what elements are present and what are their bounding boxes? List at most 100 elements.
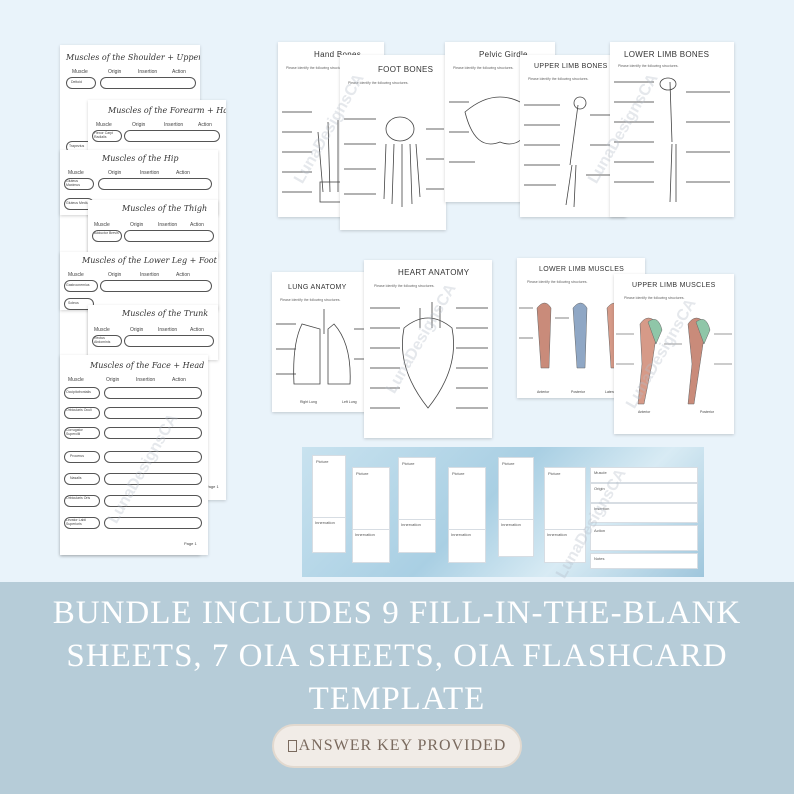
innervation-label: Innervation xyxy=(501,522,521,527)
muscle-pill xyxy=(64,387,100,399)
oia-sheet-4: Muscles of the Thigh Muscle Origin Inser… xyxy=(88,200,218,258)
innervation-label: Innervation xyxy=(401,522,421,527)
oia-sheet-title: Muscles of the Lower Leg + Foot xyxy=(82,256,217,265)
oia-sheet-title: Muscles of the Thigh xyxy=(122,204,208,213)
checkbox-icon xyxy=(287,740,297,752)
sheet-title: LUNG ANATOMY xyxy=(288,284,347,291)
muscle-pill xyxy=(92,230,122,242)
muscle-name: Occipitofrontalis xyxy=(66,390,91,394)
muscle-name: Soleus xyxy=(68,301,79,305)
muscle-pill xyxy=(64,178,94,190)
muscle-name: Flexor Carpi Radialis xyxy=(94,131,114,139)
flashcard-innervation-box: Innervation xyxy=(544,529,586,563)
muscle-name: Nasalis xyxy=(70,476,82,480)
oia-header-muscle: Muscle xyxy=(94,327,110,333)
muscle-pill xyxy=(64,517,100,529)
field-label: Origin xyxy=(594,486,605,491)
answer-pill xyxy=(104,387,202,399)
page-label: Page 1 xyxy=(206,484,219,489)
heart-anatomy-sheet: HEART ANATOMY Please identify the follow… xyxy=(364,260,492,438)
oia-header-insertion: Insertion xyxy=(138,69,158,75)
muscle-name: Levator Labii Superioris xyxy=(66,518,87,526)
muscle-name: Orbicularis Oculi xyxy=(66,408,92,412)
instruction: Please identify the following structures… xyxy=(527,280,588,284)
oia-header-origin: Origin xyxy=(130,222,144,228)
answer-key-badge: ANSWER KEY PROVIDED xyxy=(272,724,522,768)
page-label: Page 1 xyxy=(184,541,197,546)
sheet-title: Hand Bones xyxy=(314,50,362,59)
oia-header-insertion: Insertion xyxy=(164,122,184,128)
foot-bones-sheet: FOOT BONES Please identify the following… xyxy=(340,55,446,230)
field-label: Action xyxy=(594,528,606,533)
flashcard-picture-box: Picture xyxy=(448,467,486,531)
oia-sheet-title: Muscles of the Hip xyxy=(102,154,179,163)
flashcard-innervation-box: Innervation xyxy=(448,529,486,563)
muscle-name: Deltoid xyxy=(71,80,82,84)
innervation-label: Innervation xyxy=(547,532,567,537)
answer-pill xyxy=(100,280,212,292)
instruction: Please identify the following structures… xyxy=(280,298,341,302)
muscle-name: Gastrocnemius xyxy=(66,283,90,287)
flashcard-template: Picture Innervation Picture Innervation … xyxy=(302,447,704,577)
muscle-name: Orbicularis Oris xyxy=(66,496,91,500)
oia-header-insertion: Insertion xyxy=(140,170,160,176)
muscle-pill xyxy=(64,280,98,292)
flashcard-picture-box: Picture xyxy=(398,457,436,521)
bundle-headline: BUNDLE INCLUDES 9 FILL-IN-THE-BLANK SHEE… xyxy=(52,595,742,717)
flashcard-field-muscle: Muscle xyxy=(590,467,698,483)
muscle-name: Adductor Brevis xyxy=(94,231,119,235)
muscle-pill xyxy=(92,130,122,142)
answer-pill xyxy=(124,230,214,242)
flashcard-picture-box: Picture xyxy=(352,467,390,531)
upper-limb-muscles-sheet: UPPER LIMB MUSCLES Please identify the f… xyxy=(614,274,734,434)
muscle-pill xyxy=(64,407,100,419)
flashcard-innervation-box: Innervation xyxy=(312,517,346,553)
oia-header-insertion: Insertion xyxy=(158,327,178,333)
muscle-pill xyxy=(66,77,96,89)
picture-label: Picture xyxy=(402,461,415,466)
sheet-title: UPPER LIMB BONES xyxy=(534,63,608,70)
sheet-title: HEART ANATOMY xyxy=(398,268,470,277)
field-label: Muscle xyxy=(594,470,607,475)
oia-sheet-7: Muscles of the Face + Head Muscle Origin… xyxy=(60,355,208,555)
foot-bones-diagram xyxy=(344,116,444,207)
oia-header-muscle: Muscle xyxy=(72,69,88,75)
field-label: Notes xyxy=(594,556,605,561)
flashcard-picture-box: Picture xyxy=(498,457,534,521)
sheet-title: FOOT BONES xyxy=(378,65,434,74)
muscle-pill xyxy=(64,427,100,439)
answer-pill xyxy=(124,130,220,142)
instruction: Please identify the following structures… xyxy=(348,81,409,85)
oia-header-origin: Origin xyxy=(108,69,122,75)
oia-header-muscle: Muscle xyxy=(94,222,110,228)
oia-header-action: Action xyxy=(172,377,186,383)
muscle-name: Trapezius xyxy=(69,144,85,148)
oia-header-action: Action xyxy=(190,222,204,228)
answer-pill xyxy=(100,77,196,89)
oia-header-origin: Origin xyxy=(108,272,122,278)
oia-header-muscle: Muscle xyxy=(96,122,112,128)
oia-header-action: Action xyxy=(172,69,186,75)
oia-header-action: Action xyxy=(176,170,190,176)
muscle-name: Rectus Abdominis xyxy=(94,336,111,344)
limb-caption: Posterior xyxy=(700,410,715,414)
oia-header-origin: Origin xyxy=(106,377,120,383)
innervation-label: Innervation xyxy=(355,532,375,537)
oia-header-muscle: Muscle xyxy=(68,170,84,176)
muscle-pill xyxy=(92,335,122,347)
muscle-name: Gluteus Maximus xyxy=(66,179,81,187)
answer-pill xyxy=(104,451,202,463)
picture-label: Picture xyxy=(452,471,465,476)
oia-sheet-title: Muscles of the Trunk xyxy=(122,309,209,318)
flashcard-field-insertion: Insertion xyxy=(590,503,698,523)
answer-pill xyxy=(104,407,202,419)
oia-header-insertion: Insertion xyxy=(158,222,178,228)
answer-pill xyxy=(104,473,202,485)
upper-limb-muscles-diagram xyxy=(616,317,732,405)
flashcard-innervation-box: Innervation xyxy=(498,519,534,557)
flashcard-field-action: Action xyxy=(590,525,698,551)
heart-diagram xyxy=(370,302,488,409)
limb-caption: Posterior xyxy=(571,390,586,394)
flashcard-innervation-box: Innervation xyxy=(398,519,436,553)
picture-label: Picture xyxy=(356,471,369,476)
